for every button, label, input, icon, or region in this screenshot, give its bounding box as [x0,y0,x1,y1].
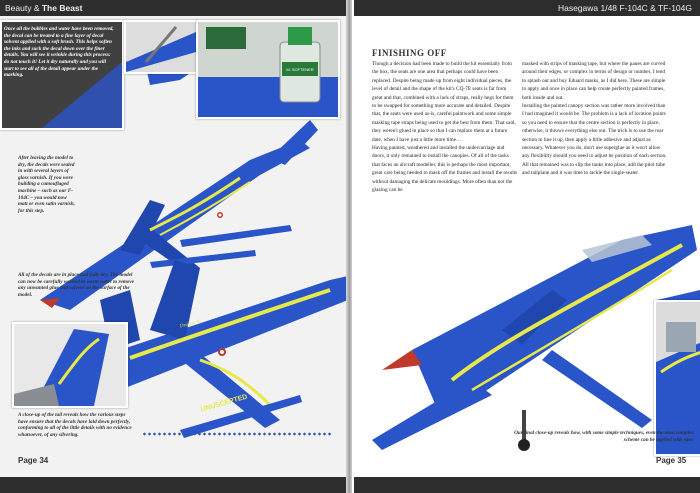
bottle-photo-art [198,22,338,117]
page-number-right: Page 35 [656,456,687,465]
caption-decal-solvent: Once all the bubbles and water have been… [4,26,114,79]
jet-right-main [372,225,697,451]
bottle-label: M. SOFTENER [286,67,314,72]
photo-brush-application [124,20,198,74]
text-column-2: masked with strips of masking tape, but … [522,60,668,178]
solvent-photo-art [2,22,122,128]
brush-photo-art [126,22,196,72]
header-series-name: Beauty & [5,3,42,13]
text-column-1: Though a decision had been made to build… [372,60,518,195]
jet-lower [80,260,348,428]
page-number-left: Page 34 [18,456,49,465]
header-series-bold: The Beast [41,3,83,13]
dotted-divider [142,432,332,436]
tail-photo-art [14,324,126,406]
paragraph: Having painted, weathered and installed … [372,145,518,194]
page-gutter [346,0,354,493]
paragraph: masked with strips of masking tape, but … [522,61,666,101]
left-page: Once all the bubbles and water have been… [0,0,348,493]
footer-bar-right [354,477,700,493]
wingtip-tank [180,395,302,438]
paragraph: Though a decision had been made to build… [372,61,516,143]
photo-decal-solvent [0,20,124,130]
jet-upper [40,120,318,310]
paragraph: All that remained was to slip the tanks … [522,161,665,177]
caption-gloss-varnish: After leaving the model to dry, the deca… [18,155,75,214]
header-right: Hasegawa 1/48 F-104C & TF-104G [354,0,700,16]
caption-final-closeup: Our final close-up reveals how, with som… [514,430,694,443]
caption-decals-in-place: All of the decals are in place and fully… [18,272,134,298]
header-left: Beauty & The Beast [0,0,346,16]
paragraph: Installing the painted canopy section wa… [522,103,667,160]
section-heading: FINISHING OFF [372,48,447,58]
photo-cockpit-closeup [654,300,700,456]
photo-mr-softener-bottle: M. SOFTENER [196,20,340,119]
photo-tail-closeup [12,322,128,408]
caption-tail-closeup: A close-up of the tail reveals how the v… [18,412,132,438]
cockpit-photo-art [656,302,700,454]
footer-bar-left [0,477,346,493]
right-page: Our final close-up reveals how, with som… [352,0,700,493]
